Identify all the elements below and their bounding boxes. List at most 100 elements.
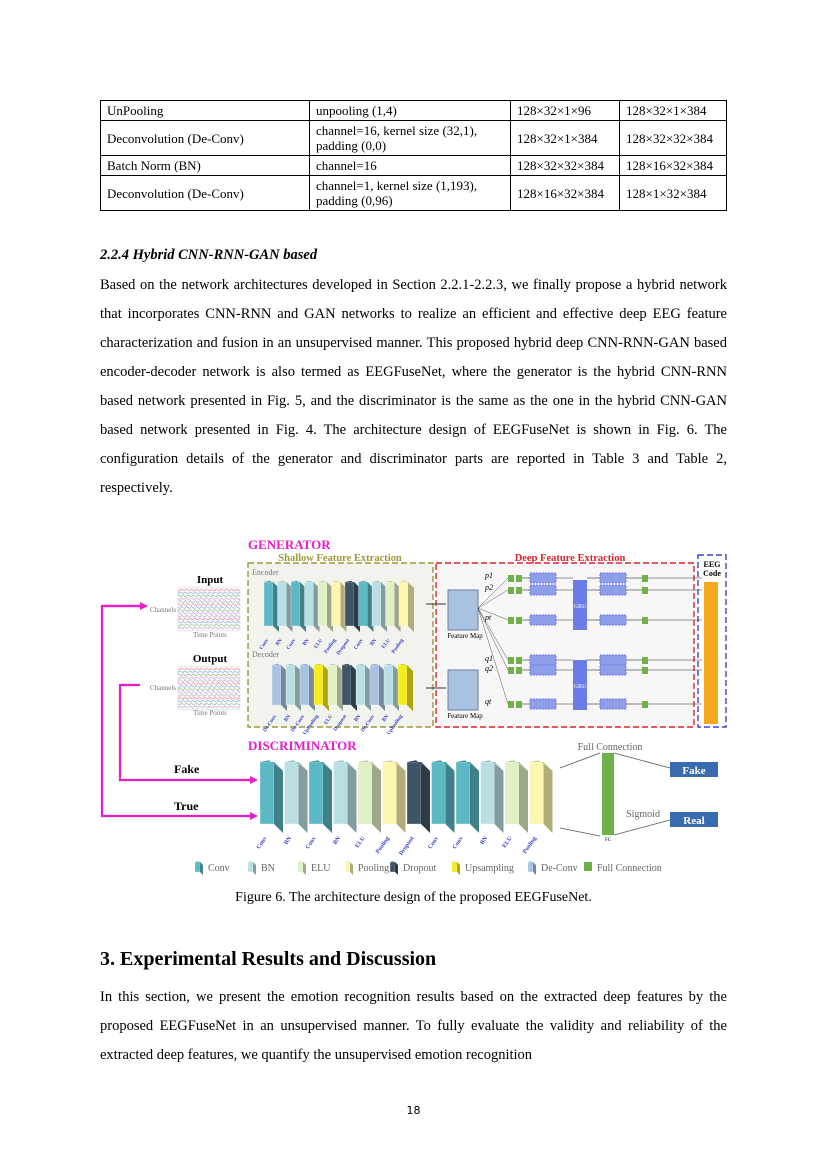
eeg-trace: [178, 678, 241, 683]
layer-label: Conv: [256, 836, 269, 851]
layer-label: BN: [283, 714, 292, 724]
table-cell: 128×32×32×384: [510, 155, 620, 176]
layer-label: Conv: [353, 637, 365, 650]
body-paragraph: Based on the network architectures devel…: [100, 271, 727, 503]
table-row: UnPooling unpooling (1,4) 128×32×1×96 12…: [100, 100, 727, 121]
layer-block: [385, 581, 395, 627]
arrow-head: [140, 602, 148, 610]
deep-title: Deep Feature Extraction: [515, 553, 626, 564]
table-cell: Deconvolution (De-Conv): [100, 120, 310, 156]
eeg-trace: [177, 620, 241, 624]
rnn-link: [477, 577, 509, 609]
layer-block-side: [494, 762, 504, 833]
rnn-cell: [599, 654, 627, 666]
fc-unit: [508, 667, 514, 674]
fake-output-box: [670, 762, 718, 777]
layer-block: [358, 581, 368, 627]
eeg-trace: [177, 702, 241, 706]
generator-title: GENERATOR: [248, 537, 331, 552]
input-label: Input: [197, 574, 224, 586]
layer-label: ELU: [313, 638, 324, 650]
fc-connector: [559, 827, 601, 837]
layer-block-side: [298, 762, 308, 833]
fc-unit: [642, 617, 648, 624]
table-row: Batch Norm (BN) channel=16 128×32×32×384…: [100, 155, 727, 176]
eeg-trace: [177, 670, 241, 674]
legend-swatch-side: [457, 862, 460, 875]
legend-label: De-Conv: [541, 863, 578, 874]
eeg-plot-frame: [177, 586, 241, 632]
fc-unit: [508, 575, 514, 582]
table-cell: 128×32×1×384: [510, 120, 620, 156]
channels-label: Channels: [150, 606, 176, 614]
rnn-cell: [529, 654, 557, 666]
legend-label: Pooling: [358, 863, 389, 874]
layer-block: [333, 761, 348, 825]
feature-map-label: Feature Map: [447, 632, 483, 640]
table-cell: channel=1, kernel size (1,193), padding …: [309, 175, 511, 211]
fake-input-label: Fake: [174, 762, 200, 776]
layer-block: [277, 581, 287, 627]
eeg-plot-frame: [177, 665, 241, 711]
fc-connector: [559, 752, 601, 769]
table-cell: 128×32×1×384: [619, 100, 727, 121]
layer-block-side: [407, 665, 413, 711]
shallow-title: Shallow Feature Extraction: [278, 553, 402, 564]
rnn-cell: [529, 698, 557, 710]
table-row: Deconvolution (De-Conv) channel=16, kern…: [100, 120, 727, 156]
layer-label: ELU: [502, 835, 514, 849]
layer-label: BN: [283, 835, 293, 846]
layer-block: [455, 761, 471, 825]
layer-label: ELU: [355, 835, 367, 849]
layer-block: [317, 581, 328, 627]
output-label: Output: [193, 653, 228, 665]
table-row: Deconvolution (De-Conv) channel=1, kerne…: [100, 175, 727, 211]
arrow-head: [250, 812, 258, 820]
table-cell: UnPooling: [100, 100, 310, 121]
layer-label: Dropout: [398, 836, 415, 857]
layer-label: Conv: [258, 637, 270, 650]
layer-block: [285, 664, 296, 706]
layer-block: [284, 761, 299, 825]
sigmoid-label: Sigmoid: [626, 809, 660, 820]
table-cell: channel=16, kernel size (32,1), padding …: [309, 120, 511, 156]
fc-label: FC: [605, 838, 612, 843]
eeg-trace: [177, 705, 241, 709]
table-cell: 128×1×32×384: [619, 175, 727, 211]
subsection-heading: 2.2.4 Hybrid CNN-RNN-GAN based: [100, 247, 318, 263]
layer-block: [344, 581, 355, 627]
eeg-trace: [177, 667, 241, 671]
layer-block-side: [281, 665, 287, 711]
eeg-trace: [177, 623, 241, 627]
paragraph-text: In this section, we present the emotion …: [100, 989, 727, 1063]
rnn-units: [477, 572, 702, 710]
table-cell: unpooling (1,4): [309, 100, 511, 121]
p-label: p1: [484, 571, 493, 580]
time-points-label: Time Points: [193, 709, 227, 717]
rnn-cell: [599, 698, 627, 710]
layer-block-side: [347, 762, 357, 833]
layer-label: BN: [332, 835, 342, 846]
layer-block: [327, 664, 338, 706]
legend-swatch: [297, 861, 304, 873]
layer-label: BN: [275, 638, 284, 648]
layer-block-side: [365, 665, 371, 711]
gru-block: [573, 660, 587, 710]
layer-label: BN: [479, 835, 489, 846]
layer-block-side: [309, 665, 315, 711]
rnn-cell: [599, 572, 627, 584]
figure-caption: Figure 6. The architecture design of the…: [235, 890, 592, 905]
eeg-trace: [177, 693, 241, 698]
layer-block: [398, 581, 409, 627]
layer-block: [504, 761, 520, 825]
legend-label: ELU: [311, 863, 331, 874]
legend-swatch: [194, 861, 201, 873]
legend-swatch-side: [395, 862, 398, 875]
fc-bar: [602, 753, 614, 835]
eeg-trace: [177, 676, 241, 680]
layer-block: [355, 664, 366, 706]
section-heading: 3. Experimental Results and Discussion: [100, 948, 437, 970]
true-input-label: True: [174, 799, 199, 813]
p-label: p2: [484, 583, 493, 592]
